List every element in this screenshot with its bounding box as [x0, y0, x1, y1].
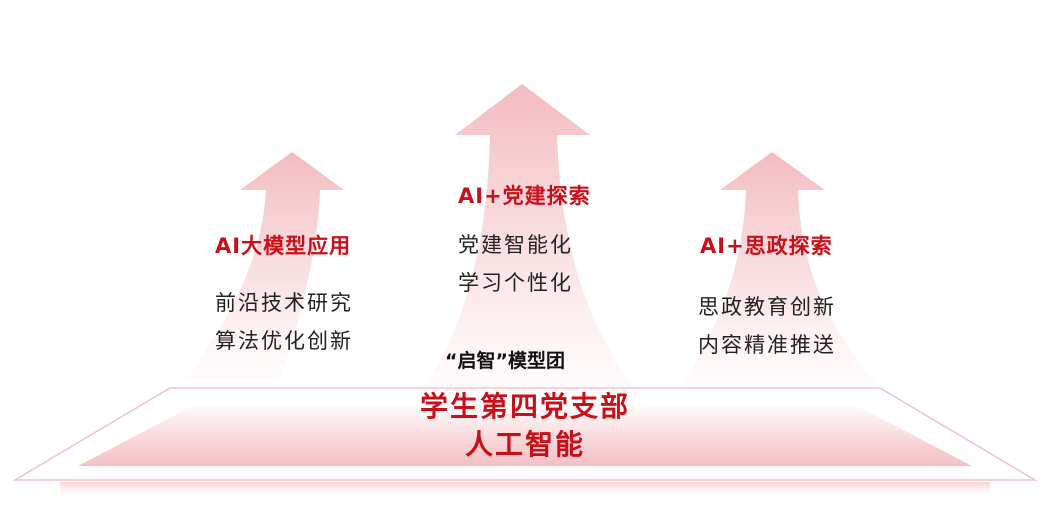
- team-label: “启智”模型团: [445, 350, 565, 372]
- column-title-ideology: AI+思政探索: [700, 234, 833, 258]
- column-lines-party: 党建智能化 学习个性化: [458, 226, 573, 302]
- column-title-party: AI+党建探索: [458, 184, 591, 208]
- column-line: 算法优化创新: [215, 329, 353, 353]
- column-line: 学习个性化: [458, 271, 573, 295]
- arrow-left: [185, 152, 344, 380]
- base-platform: [12, 387, 1038, 500]
- org-line: 学生第四党支部: [419, 390, 630, 423]
- column-line: 党建智能化: [458, 233, 573, 257]
- arrow-center: [420, 84, 640, 395]
- org-name: 学生第四党支部 人工智能: [375, 388, 675, 464]
- arrow-right: [680, 152, 880, 385]
- column-title-ai-model: AI大模型应用: [215, 234, 352, 258]
- column-lines-ideology: 思政教育创新 内容精准推送: [698, 288, 836, 364]
- org-line: 人工智能: [464, 428, 585, 461]
- column-lines-ai-model: 前沿技术研究 算法优化创新: [215, 284, 353, 360]
- column-line: 内容精准推送: [698, 333, 836, 357]
- column-line: 思政教育创新: [698, 295, 836, 319]
- column-line: 前沿技术研究: [215, 291, 353, 315]
